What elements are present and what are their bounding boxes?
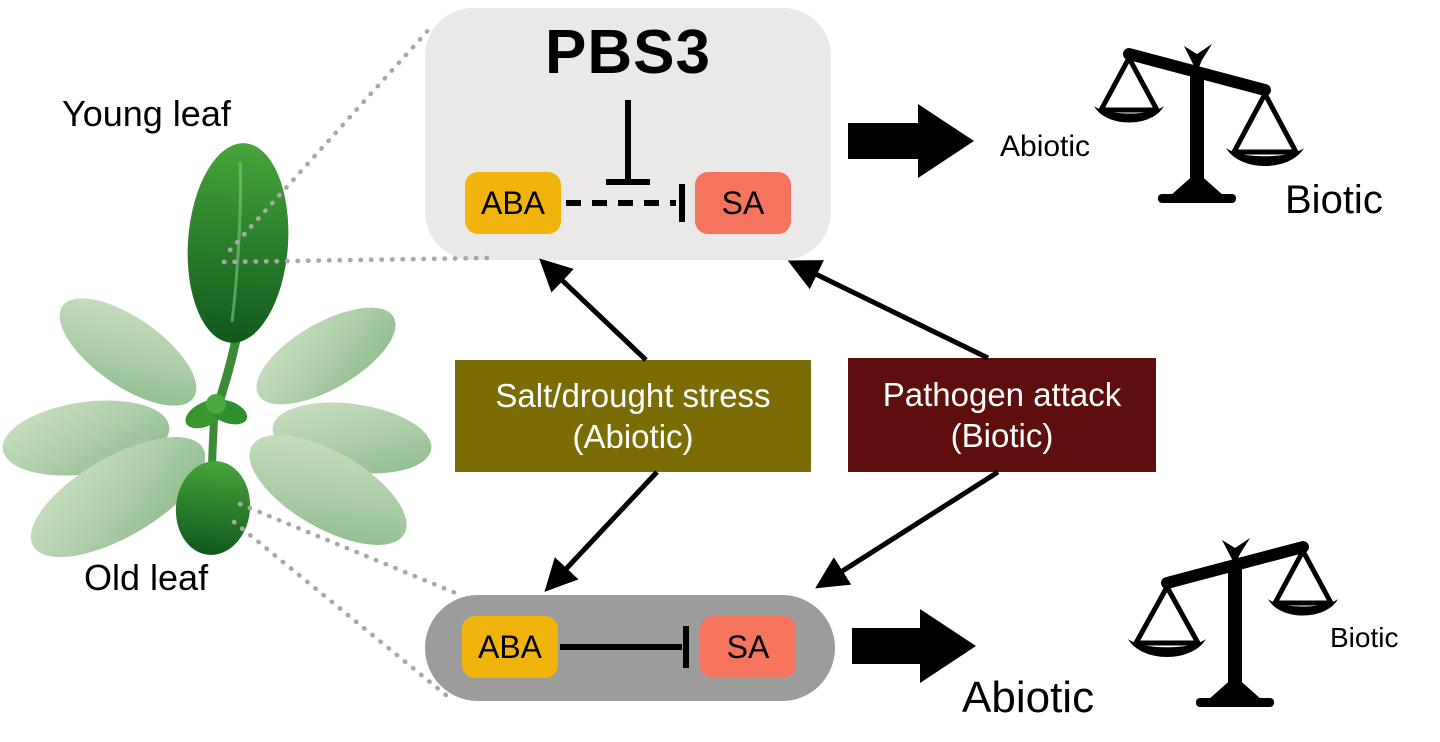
scale-left-pan-dish [1128,639,1206,657]
scale-base [1170,172,1224,196]
balance-old-biotic-label: Biotic [1330,622,1399,653]
biotic-to-sa-young-arrow [787,260,990,361]
biotic-stress-line1: Pathogen attack [882,375,1122,413]
scale-finial [1222,538,1250,565]
abiotic-to-aba-old-arrow [544,470,659,592]
rosette-center [208,399,248,425]
rosette-center [206,394,226,414]
old-leaf-shape [175,461,251,555]
old-leaf-stem [208,419,218,473]
scale-left-pan-strings [1098,55,1160,113]
scale-left-pan-strings [1133,584,1201,646]
rosette-leaf [249,435,407,545]
balance-scale-old-icon [1128,538,1338,707]
young-leaf-stem [211,329,243,414]
scale-right-pan-strings [1272,548,1334,606]
young-leaf-callout-top [227,23,435,253]
scale-foot [1158,194,1236,203]
young-leaf-midrib [230,161,243,323]
old-leaf-callout-bottom [231,519,455,703]
aba-badge-young: ABA [465,172,561,234]
scale-finial [1184,44,1212,72]
rosette-leaf [30,436,206,558]
scale-right-pan-strings [1231,91,1299,155]
abiotic-stress-line2: (Abiotic) [572,418,694,455]
sa-badge-young: SA [695,172,791,234]
balance-young-biotic-label: Biotic [1285,178,1383,222]
rosette-leaf [2,400,170,476]
rosette-leaf [59,298,197,406]
scale-beam [1123,48,1271,96]
scale-left-pan-dish [1094,106,1164,123]
abiotic-stress-box: Salt/drought stress (Abiotic) [455,360,811,472]
young-leaf-callout-bottom [221,255,491,265]
aba-badge-old: ABA [462,616,558,678]
rosette-leaf [272,402,432,474]
sa-badge-old: SA [700,616,796,678]
biotic-to-sa-old-arrow [815,469,1000,589]
rosette-leaf [256,307,396,405]
old-leaf-callout-top [237,501,461,597]
young-leaf-label: Young leaf [62,93,231,134]
old-leaf-pathway-panel: ABA SA [425,595,835,701]
scale-beam [1161,541,1309,589]
young-leaf-pathway-panel: PBS3 ABA SA [425,8,831,260]
balance-scale-young-icon [1094,44,1304,203]
abiotic-to-aba-young-arrow [539,258,648,362]
result-arrow-old [852,609,976,683]
pbs3-gene-label: PBS3 [545,18,711,87]
biotic-stress-line2: (Biotic) [950,417,1054,454]
biotic-stress-box: Pathogen attack (Biotic) [848,358,1156,472]
abiotic-stress-line1: Salt/drought stress [495,376,771,414]
rosette-center [185,399,227,429]
scale-right-pan-dish [1226,148,1304,166]
old-leaf-label: Old leaf [84,557,209,598]
arabidopsis-plant-illustration [2,143,432,558]
balance-old-abiotic-label: Abiotic [962,673,1095,722]
scale-base [1208,676,1262,700]
scale-foot [1196,698,1274,707]
balance-young-abiotic-label: Abiotic [1000,130,1091,163]
scale-right-pan-dish [1268,599,1338,616]
young-leaf-shape [187,143,289,343]
result-arrow-young [848,104,974,178]
